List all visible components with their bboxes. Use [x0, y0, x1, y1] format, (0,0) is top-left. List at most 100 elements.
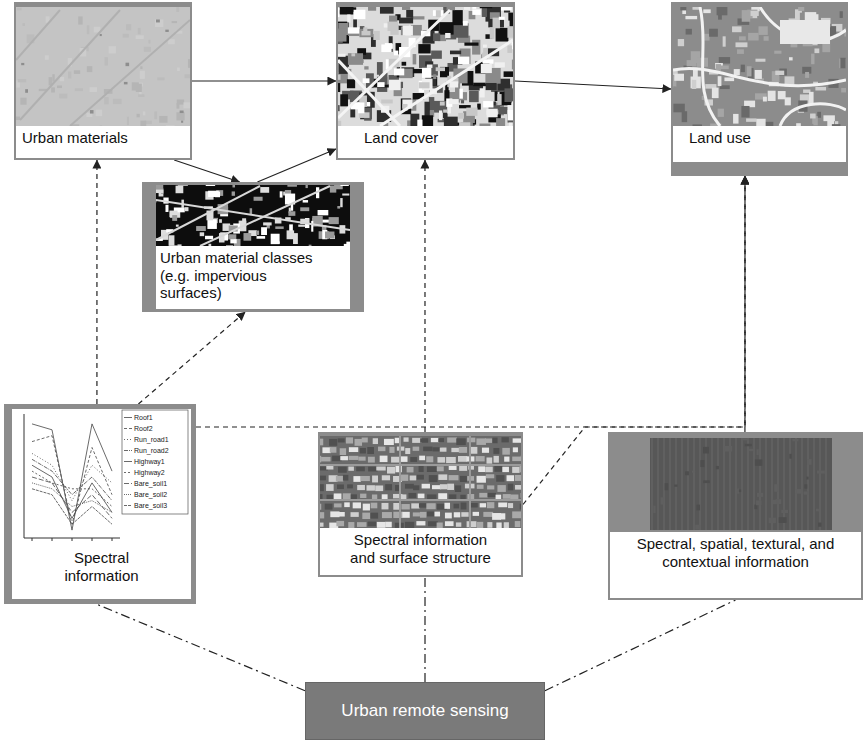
node-label: Spectral information and surface structu…: [340, 531, 502, 566]
house: [496, 495, 502, 499]
image-patch: [105, 57, 108, 65]
image-patch: [445, 33, 450, 38]
image-patch: [59, 94, 67, 99]
house: [461, 512, 468, 517]
image-patch: [260, 187, 269, 193]
land-cover-map: [338, 7, 513, 126]
spectral-chart: [12, 409, 191, 546]
house: [330, 511, 339, 517]
image-line: [741, 438, 743, 530]
image-line: [700, 7, 720, 126]
image-patch: [157, 77, 164, 80]
node-label: Spectral information: [47, 549, 157, 584]
image-line: [783, 438, 785, 530]
house: [391, 457, 400, 463]
house: [420, 438, 428, 443]
house: [330, 447, 337, 453]
house: [476, 438, 486, 445]
image-patch: [57, 85, 62, 88]
image-line: [711, 438, 713, 530]
chart-tick: [32, 538, 33, 541]
image-patch: [406, 10, 413, 18]
house: [420, 512, 426, 518]
house: [477, 476, 486, 483]
image-patch: [695, 525, 701, 530]
image-line: [771, 438, 773, 530]
image-patch: [261, 227, 267, 235]
image-patch: [464, 43, 478, 46]
label-area: Urban remote sensing: [337, 698, 512, 724]
image-patch: [87, 66, 92, 72]
input-box: Spectral information and surface structu…: [318, 432, 523, 577]
image-patch: [188, 59, 190, 68]
image-patch: [300, 207, 309, 211]
house: [449, 475, 459, 480]
house: [492, 513, 501, 520]
house: [382, 503, 389, 509]
house: [404, 437, 409, 441]
image-patch: [486, 109, 497, 115]
house: [467, 438, 475, 443]
house: [320, 484, 324, 491]
house: [437, 466, 444, 471]
house: [447, 437, 457, 442]
image-patch: [781, 510, 788, 513]
image-patch: [256, 231, 259, 235]
image-patch: [508, 13, 513, 21]
image-patch: [756, 119, 765, 126]
image-patch: [271, 234, 280, 244]
node-label: Urban materials: [22, 129, 128, 147]
image-patch: [665, 483, 669, 490]
image-patch: [183, 102, 190, 108]
image-patch: [773, 500, 777, 504]
image-patch: [60, 77, 64, 81]
house: [487, 485, 494, 489]
image-patch: [805, 72, 809, 78]
image-patch: [507, 45, 512, 53]
image-patch: [338, 54, 346, 57]
house: [401, 504, 409, 509]
image-patch: [136, 35, 144, 39]
image-patch: [447, 7, 455, 10]
image-patch: [450, 51, 461, 55]
image-line: [16, 10, 60, 60]
node-label: Urban material classes (e.g. impervious …: [160, 249, 332, 302]
image-line: [399, 436, 401, 528]
image-patch: [674, 74, 684, 81]
chart-series: [32, 471, 112, 506]
image-patch: [16, 117, 20, 120]
image-patch: [399, 18, 413, 24]
source-link: [545, 600, 736, 691]
house: [440, 448, 447, 452]
image-patch: [686, 29, 692, 35]
image-patch: [746, 118, 756, 121]
house: [431, 438, 439, 442]
house: [353, 502, 361, 508]
building: [780, 20, 830, 44]
house: [355, 439, 363, 446]
image-patch: [113, 99, 122, 104]
house: [487, 502, 494, 508]
image-patch: [351, 53, 355, 56]
image-patch: [388, 22, 399, 31]
image-patch: [205, 236, 213, 239]
image-patch: [124, 82, 128, 84]
image-patch: [481, 64, 492, 73]
image-line: [156, 200, 350, 230]
image-patch: [138, 28, 141, 34]
image-patch: [354, 10, 366, 19]
image-patch: [490, 27, 495, 39]
flow-arrow: [257, 149, 336, 182]
image-patch: [100, 34, 102, 36]
image-patch: [477, 104, 481, 110]
house: [494, 456, 499, 463]
image-patch: [402, 7, 410, 10]
chart-legend-label: Roof1: [134, 412, 169, 423]
image-patch: [17, 8, 22, 11]
image-patch: [353, 19, 357, 28]
image-patch: [806, 477, 808, 480]
image-patch: [817, 112, 821, 118]
house: [389, 447, 394, 453]
house: [455, 485, 461, 492]
